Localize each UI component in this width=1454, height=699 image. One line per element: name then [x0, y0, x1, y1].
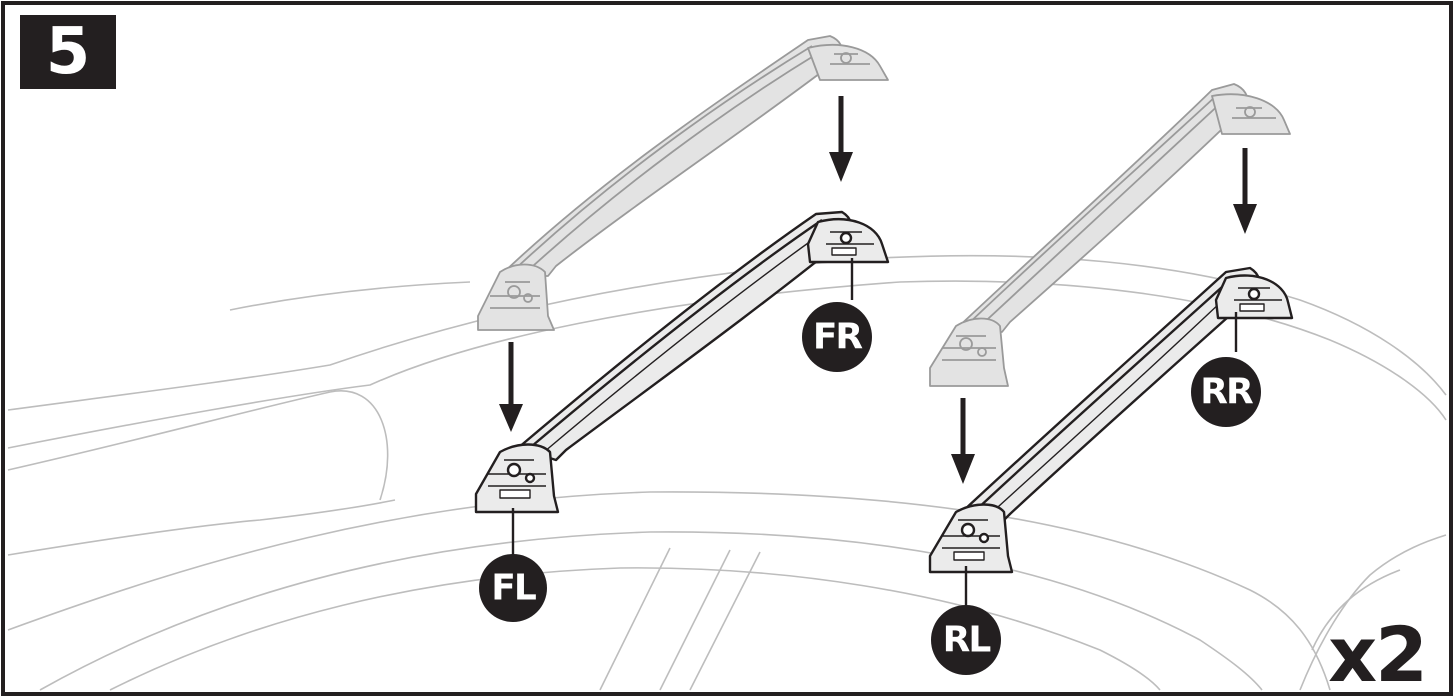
front-bar-ghost — [477, 35, 889, 331]
quantity-multiplier: x2 — [1328, 610, 1428, 699]
front-bar-installed — [474, 210, 890, 514]
callout-fr: FR — [802, 302, 872, 372]
callout-fl-label: FL — [491, 568, 536, 609]
arrow-front-left-head — [499, 404, 523, 432]
callout-rr: RR — [1191, 357, 1261, 427]
callout-fl: FL — [479, 554, 547, 622]
callout-fr-label: FR — [813, 317, 863, 358]
arrow-rear-left-head — [951, 454, 975, 484]
callout-rl-label: RL — [943, 620, 991, 661]
callout-rl: RL — [931, 605, 1001, 675]
callout-leaders — [511, 258, 1238, 610]
rear-bar-ghost — [929, 83, 1291, 387]
arrow-front-right-head — [829, 152, 853, 182]
callout-rr-label: RR — [1200, 372, 1253, 413]
arrow-rear-right-head — [1233, 204, 1257, 234]
down-arrows — [499, 96, 1257, 484]
step-number-badge: 5 — [20, 15, 116, 89]
rear-bar-installed — [928, 266, 1294, 574]
car-outline — [7, 254, 1447, 691]
